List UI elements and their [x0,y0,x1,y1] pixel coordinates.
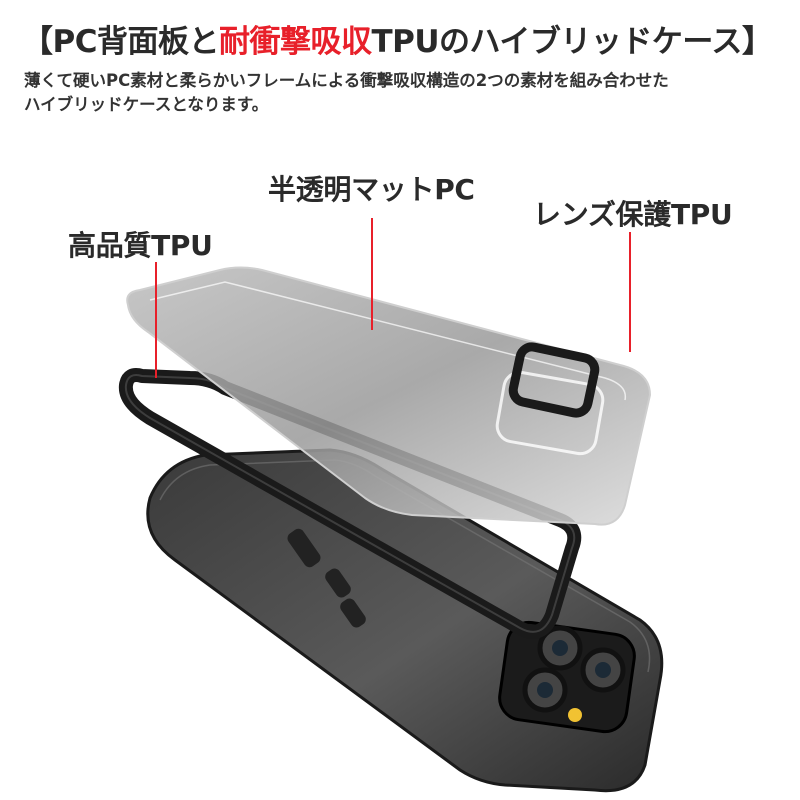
headline: 【 PC背面板と 耐衝撃吸収 TPUのハイブリッドケース 】 [22,16,773,60]
pc-back-plate [126,266,652,526]
callout-quality-tpu: 高品質TPU [68,229,213,262]
description: 薄くて硬いPC素材と柔らかいフレームによる衝撃吸収構造の2つの素材を組み合わせた… [24,69,784,117]
headline-bracket-close: 】 [741,23,773,60]
headline-bracket-open: 【 [22,23,53,60]
headline-part1: PC背面板と [52,23,220,60]
callout-matte-pc: 半透明マットPC [268,173,475,206]
callout-lens-tpu: レンズ保護TPU [533,198,733,231]
headline-accent: 耐衝撃吸収 [218,23,372,60]
camera-module [498,620,636,734]
lens-protection-ring [508,342,600,418]
description-line-2: ハイブリッドケースとなります。 [24,95,269,114]
description-line-1: 薄くて硬いPC素材と柔らかいフレームによる衝撃吸収構造の2つの素材を組み合わせた [24,71,669,90]
headline-part2: TPUのハイブリッドケース [371,23,742,60]
side-buttons [287,528,366,628]
tpu-bumper-frame [118,368,582,639]
